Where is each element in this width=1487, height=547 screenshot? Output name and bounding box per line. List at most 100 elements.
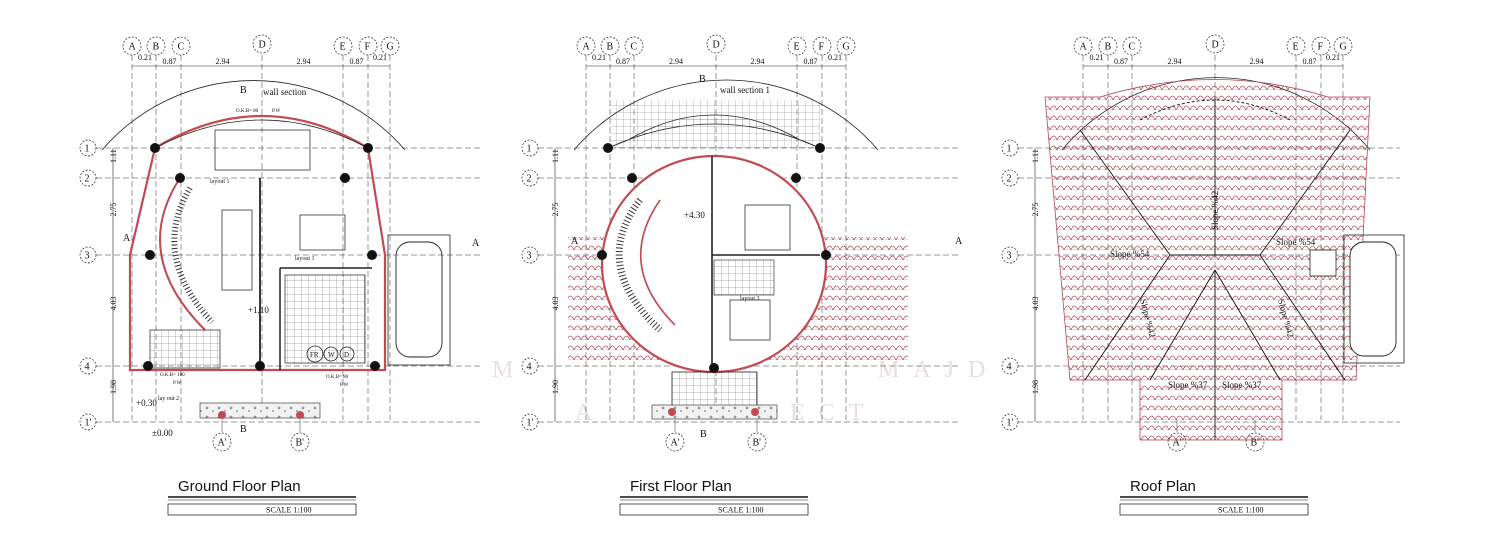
grid-bubble <box>1333 36 1353 56</box>
grid-bubble <box>576 36 596 56</box>
wall-section-label: wall section 1 <box>720 85 770 95</box>
dimension-label: 0.87 <box>350 57 364 66</box>
dimension-label: 0.87 <box>1303 57 1317 66</box>
section-mark-a: A <box>571 236 579 247</box>
grid-bubble-label: B' <box>753 438 762 449</box>
grid-bubble-label: 3 <box>85 251 90 262</box>
grid-bubble-label: 3 <box>1007 251 1012 262</box>
layout-note: layout 1 <box>210 179 230 185</box>
dimension-label: 0.21 <box>828 53 842 62</box>
dimension-label: 0.21 <box>373 53 387 62</box>
bath-tiles <box>149 329 221 369</box>
window-tag: P.W <box>173 381 181 386</box>
grid-bubble <box>79 169 97 187</box>
grid-bubble <box>706 34 726 54</box>
appliance-w: W <box>328 351 335 359</box>
grid-bubble-label: E <box>340 42 346 53</box>
section-label: wall section 1 B B A A <box>571 74 963 440</box>
plan-title: Ground Floor Plan <box>178 478 301 495</box>
scale-box <box>1119 503 1309 516</box>
stair-wall <box>159 177 206 331</box>
car-icon <box>1349 241 1397 357</box>
grid-bubble-label: B' <box>296 438 305 449</box>
grid-bubble-label: A <box>583 42 591 53</box>
dimension-label: 0.21 <box>1090 53 1104 62</box>
garage <box>1343 234 1405 364</box>
grid-bubble-label: C <box>631 42 638 53</box>
grid-bubble-label: A' <box>671 438 680 449</box>
section-mark-a-right: A <box>472 238 480 249</box>
grid-bubble <box>79 413 97 431</box>
level-notes: +1.10 +0.30 ±0.00 layout 1 lay out 2 lay… <box>136 179 315 438</box>
dimension-label: 1.11 <box>109 149 118 163</box>
grid-bubble-label: C <box>178 42 185 53</box>
dimension-label: 1.11 <box>551 149 560 163</box>
grid-bubble <box>212 432 232 452</box>
dimension-label: 0.21 <box>138 53 152 62</box>
grid-bubble <box>380 36 400 56</box>
grid-bubble-label: F <box>365 42 371 53</box>
scale-box <box>167 503 357 516</box>
dimension-label: 2.75 <box>1031 203 1040 217</box>
layout-note: layout 1 <box>295 256 315 262</box>
grid-bubble-label: 1' <box>1007 418 1014 429</box>
level-note: ±0.00 <box>152 428 173 438</box>
grid-bubble-label: D <box>259 40 266 51</box>
slope-label: Slope %54 <box>1110 249 1150 259</box>
grid-bubble-label: 3 <box>527 251 532 262</box>
roof-tile-area <box>1044 79 1371 441</box>
level-note: +1.10 <box>248 305 269 315</box>
watermark-text-1: M <box>492 357 527 383</box>
dimension-label: 0.87 <box>163 57 177 66</box>
dimension-label: 1.11 <box>1031 149 1040 163</box>
dimension-label: 4.03 <box>551 297 560 311</box>
grid-bubble <box>1122 36 1142 56</box>
window-tag: O.K.B= 80 <box>236 109 259 114</box>
dimension-label: 4.03 <box>1031 297 1040 311</box>
grid-bubble-label: E <box>1293 42 1299 53</box>
plan-title: First Floor Plan <box>630 478 732 495</box>
slope-label: Slope %37 <box>1168 380 1208 390</box>
grid-bubble-label: 1 <box>85 144 90 155</box>
entrance-steps <box>199 402 321 419</box>
grid-bubble-label: 1 <box>527 144 532 155</box>
layout-note: layout 3 <box>740 296 760 302</box>
entrance-steps <box>651 404 778 420</box>
dining-table-2 <box>221 209 253 291</box>
grid-bubble-label: 1' <box>527 418 534 429</box>
grid-bubble <box>290 432 310 452</box>
grid-bubble <box>624 36 644 56</box>
grid-bubble <box>521 139 539 157</box>
grid-bubble <box>1001 139 1019 157</box>
grid-bubble <box>521 169 539 187</box>
stair-wall <box>640 199 676 326</box>
plan-title: Roof Plan <box>1130 478 1196 495</box>
dimension-label: 2.94 <box>1168 57 1182 66</box>
grid-bubble <box>521 246 539 264</box>
grid-bubble <box>1001 169 1019 187</box>
grid-bubble <box>122 36 142 56</box>
grid-bubble-label: F <box>1318 42 1324 53</box>
grid-bubble <box>665 432 685 452</box>
grid-bubble-label: A <box>129 42 137 53</box>
columns <box>143 143 380 419</box>
level-note: +4.30 <box>684 210 705 220</box>
watermark: M MAJD A ECT <box>492 357 985 426</box>
grid-bubble-label: B' <box>1251 438 1260 449</box>
dimension-label: 0.21 <box>1326 53 1340 62</box>
dimension-label: 2.94 <box>216 57 230 66</box>
slope-label: Slope %42 <box>1210 191 1220 230</box>
grid-bubble-label: G <box>1340 42 1347 53</box>
window-tags: O.K.B= 80 P.W O.K.B= 100 P.W O.K.B= 80 P… <box>160 109 349 388</box>
grid-bubble <box>333 36 353 56</box>
scale-label: SCALE 1:100 <box>266 506 312 515</box>
window-tag: P.W <box>272 109 280 114</box>
level-notes: +4.30 layout 3 <box>684 210 760 302</box>
bed-2 <box>729 299 771 341</box>
grid-bubble-label: 4 <box>85 362 90 373</box>
